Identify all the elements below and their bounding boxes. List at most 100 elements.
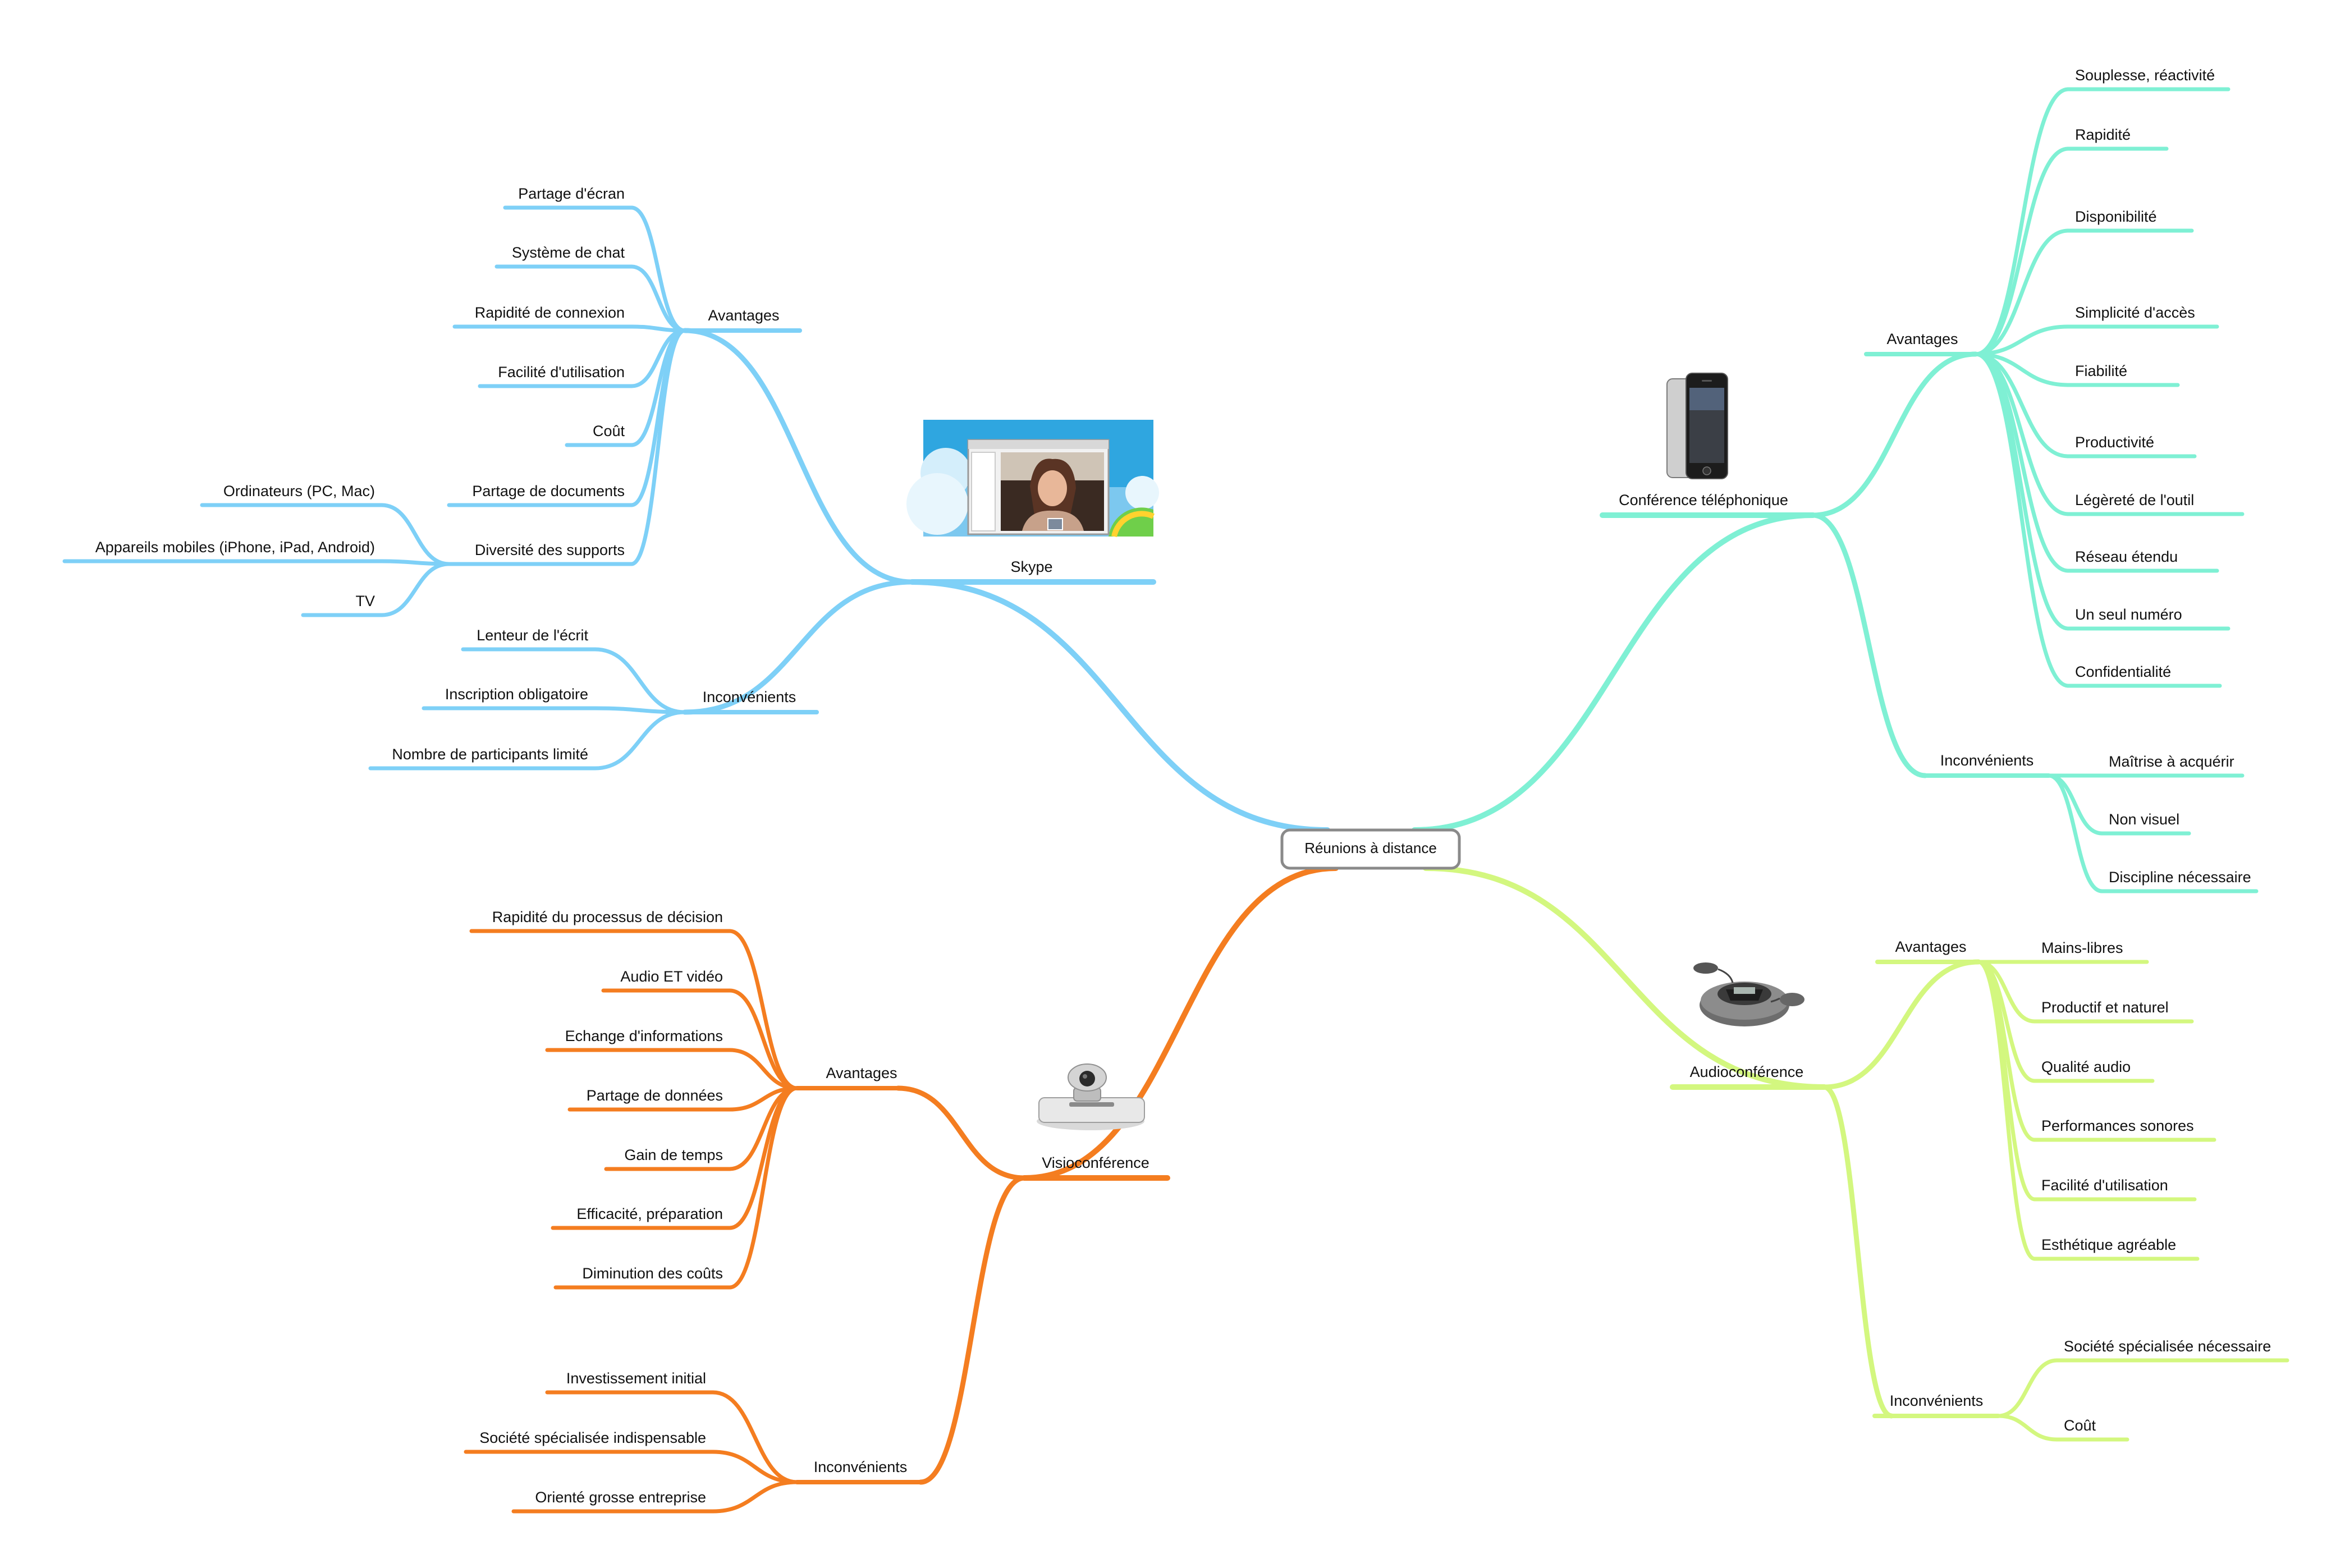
conference-avantage-confidentialite[interactable]: Confidentialité [2075, 663, 2171, 680]
visio-inconvenient-oriente-grosse-entreprise-connector [711, 1480, 799, 1514]
visio-label[interactable]: Visioconférence [1042, 1154, 1149, 1171]
skype-inconvenients-label[interactable]: Inconvénients [703, 689, 796, 705]
skype-inconvenient-inscription-obligatoire-connector [593, 706, 687, 714]
visio-avantage-partage-de-donnees[interactable]: Partage de données [587, 1087, 723, 1104]
skype-inconvenient-lenteur-de-l-ecrit[interactable]: Lenteur de l'écrit [477, 627, 588, 644]
skype-main-connector [909, 579, 1330, 833]
visio-avantage-echange-d-informations-connector [727, 1048, 799, 1090]
skype-inconvenients-connector [682, 579, 915, 715]
skype-label[interactable]: Skype [1010, 558, 1052, 575]
visio-inconvenient-societe-specialisee-indispensable-connector [711, 1450, 799, 1484]
conference-phone-icon [1693, 962, 1804, 1026]
conference-avantage-un-seul-numero-connector [1973, 352, 2071, 631]
audio-avantages-label[interactable]: Avantages [1895, 938, 1966, 955]
conference-avantage-souplesse-reactivite[interactable]: Souplesse, réactivité [2075, 67, 2215, 84]
audio-avantage-performances-sonores[interactable]: Performances sonores [2041, 1117, 2194, 1134]
conference-inconvenients-label[interactable]: Inconvénients [1940, 752, 2034, 769]
skype-avantage-partage-d-ecran[interactable]: Partage d'écran [518, 185, 625, 202]
video-camera-icon [1037, 1063, 1145, 1130]
visio-inconvenient-oriente-grosse-entreprise[interactable]: Orienté grosse entreprise [535, 1489, 706, 1506]
skype-inconvenient-lenteur-de-l-ecrit-connector [593, 647, 687, 714]
conference-avantages-label[interactable]: Avantages [1886, 331, 1958, 347]
audio-avantage-mains-libres[interactable]: Mains-libres [2041, 939, 2123, 956]
conference-inconvenient-non-visuel[interactable]: Non visuel [2109, 811, 2179, 828]
conference-avantage-fiabilite[interactable]: Fiabilité [2075, 363, 2127, 379]
branch-images [906, 373, 1804, 1130]
visio-avantage-efficacite-preparation[interactable]: Efficacité, préparation [576, 1205, 723, 1222]
audio-inconvenient-societe-specialisee-necessaire[interactable]: Société spécialisée nécessaire [2064, 1338, 2271, 1355]
conference-avantage-disponibilite-connector [1973, 228, 2071, 356]
conference-avantage-rapidite[interactable]: Rapidité [2075, 126, 2131, 143]
skype-avantage-partage-de-documents[interactable]: Partage de documents [472, 483, 625, 499]
visio-avantages-label[interactable]: Avantages [826, 1065, 897, 1081]
visio-avantage-audio-et-video-connector [727, 988, 799, 1090]
connector-lines [62, 87, 2289, 1514]
visio-avantage-rapidite-du-processus-de-decision-connector [727, 929, 799, 1090]
skype-screenshot-icon [906, 420, 1159, 538]
skype-support-appareils-mobiles-iphone-ipad-android[interactable]: Appareils mobiles (iPhone, iPad, Android… [95, 539, 375, 556]
audio-avantages-connector [1821, 959, 1981, 1090]
visio-main-connector [1022, 865, 1339, 1181]
skype-avantage-cout[interactable]: Coût [593, 423, 625, 439]
conference-inconvenient-maitrise-a-acquerir[interactable]: Maîtrise à acquérir [2109, 753, 2234, 770]
conference-avantage-fiabilite-connector [1973, 352, 2071, 387]
conference-label[interactable]: Conférence téléphonique [1619, 492, 1788, 508]
audio-inconvenient-cout-connector [1996, 1414, 2059, 1442]
audio-inconvenient-societe-specialisee-necessaire-connector [1996, 1358, 2059, 1418]
visio-avantage-gain-de-temps[interactable]: Gain de temps [624, 1147, 723, 1163]
audio-inconvenient-cout[interactable]: Coût [2064, 1417, 2096, 1434]
conference-avantage-productivite[interactable]: Productivité [2075, 434, 2154, 451]
conference-avantage-legerete-de-l-outil[interactable]: Légèreté de l'outil [2075, 492, 2194, 508]
conference-avantage-simplicite-d-acces[interactable]: Simplicité d'accès [2075, 304, 2195, 321]
skype-support-tv-connector [379, 562, 451, 617]
conference-avantages-connector [1810, 351, 1978, 518]
visio-inconvenient-investissement-initial-connector [711, 1390, 799, 1484]
audio-avantage-esthetique-agreable[interactable]: Esthétique agréable [2041, 1236, 2176, 1253]
audio-avantage-facilite-d-utilisation[interactable]: Facilité d'utilisation [2041, 1177, 2168, 1194]
audio-avantage-productif-et-naturel[interactable]: Productif et naturel [2041, 999, 2169, 1016]
conference-inconvenient-discipline-necessaire[interactable]: Discipline nécessaire [2109, 869, 2251, 886]
conference-avantage-simplicite-d-acces-connector [1973, 324, 2071, 356]
skype-avantages-label[interactable]: Avantages [708, 307, 779, 324]
conference-inconvenient-non-visuel-connector [2046, 773, 2104, 836]
visio-inconvenient-societe-specialisee-indispensable[interactable]: Société spécialisée indispensable [479, 1429, 706, 1446]
skype-avantage-partage-d-ecran-connector [629, 205, 687, 333]
audio-avantage-qualite-audio[interactable]: Qualité audio [2041, 1058, 2131, 1075]
audio-avantage-facilite-d-utilisation-connector [1976, 960, 2037, 1202]
conference-avantage-confidentialite-connector [1973, 352, 2071, 688]
conference-avantage-rapidite-connector [1973, 146, 2071, 356]
skype-inconvenient-inscription-obligatoire[interactable]: Inscription obligatoire [445, 686, 588, 703]
skype-support-ordinateurs-pc-mac-connector [379, 503, 451, 566]
conference-inconvenients-connector [1810, 512, 1928, 778]
visio-avantage-diminution-des-couts-connector [727, 1086, 799, 1290]
audio-inconvenients-label[interactable]: Inconvénients [1890, 1392, 1984, 1409]
skype-inconvenient-nombre-de-participants-limite[interactable]: Nombre de participants limité [392, 746, 588, 763]
central-node[interactable]: Réunions à distance [1280, 828, 1461, 870]
visio-avantage-rapidite-du-processus-de-decision[interactable]: Rapidité du processus de décision [492, 909, 723, 925]
skype-avantages-connector [682, 328, 915, 585]
visio-avantage-audio-et-video[interactable]: Audio ET vidéo [620, 968, 723, 985]
visio-avantage-diminution-des-couts[interactable]: Diminution des coûts [582, 1265, 723, 1282]
conference-avantage-disponibilite[interactable]: Disponibilité [2075, 208, 2157, 225]
smartphone-icon [1666, 373, 1728, 479]
skype-avantage-diversite-des-supports[interactable]: Diversité des supports [475, 542, 625, 558]
conference-avantage-reseau-etendu[interactable]: Réseau étendu [2075, 548, 2178, 565]
visio-inconvenients-label[interactable]: Inconvénients [814, 1459, 908, 1475]
skype-avantage-rapidite-de-connexion[interactable]: Rapidité de connexion [475, 304, 625, 321]
visio-avantage-echange-d-informations[interactable]: Echange d'informations [565, 1028, 723, 1044]
skype-inconvenient-nombre-de-participants-limite-connector [593, 710, 687, 771]
audio-inconvenients-connector [1821, 1084, 1894, 1419]
visio-inconvenient-investissement-initial[interactable]: Investissement initial [566, 1370, 706, 1387]
skype-support-tv[interactable]: TV [355, 593, 375, 609]
skype-avantage-facilite-d-utilisation[interactable]: Facilité d'utilisation [498, 364, 625, 380]
conference-avantage-un-seul-numero[interactable]: Un seul numéro [2075, 606, 2182, 623]
audio-main-connector [1423, 865, 1827, 1090]
skype-support-ordinateurs-pc-mac[interactable]: Ordinateurs (PC, Mac) [223, 483, 375, 499]
skype-avantage-systeme-de-chat-connector [629, 264, 687, 333]
audio-label[interactable]: Audioconférence [1690, 1063, 1804, 1080]
conference-main-connector [1412, 512, 1816, 833]
skype-avantage-systeme-de-chat[interactable]: Système de chat [512, 244, 625, 261]
central-node-label: Réunions à distance [1304, 840, 1437, 856]
